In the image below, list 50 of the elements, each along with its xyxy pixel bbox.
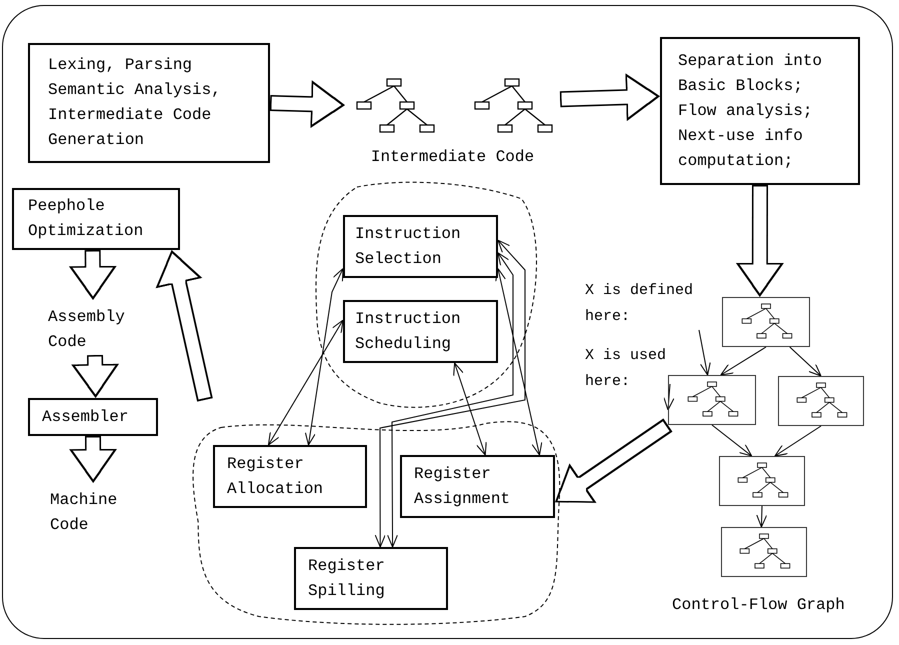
- process-box: [343, 300, 498, 363]
- caption-text: X is defined here:: [585, 281, 694, 327]
- basic-block-box: [721, 527, 807, 577]
- caption-text: Assembly Code: [48, 307, 126, 353]
- block-arrow: [560, 73, 660, 122]
- step-text: Register Allocation: [227, 454, 324, 500]
- step-text: Register Assignment: [414, 464, 512, 510]
- arrow: [387, 252, 514, 548]
- leader-line: [663, 384, 674, 410]
- basic-block-box: [668, 375, 756, 425]
- block-arrow: [156, 250, 213, 402]
- block-arrow: [555, 418, 673, 504]
- process-box: [294, 547, 448, 610]
- arrow: [374, 240, 526, 548]
- process-box: [213, 445, 367, 508]
- arrow: [453, 362, 487, 456]
- arrow: [304, 268, 344, 446]
- arrow: [495, 268, 542, 456]
- step-text: Lexing, Parsing Semantic Analysis, Intermediate Code Generation: [48, 55, 222, 151]
- arrow: [756, 506, 768, 528]
- step-text: Instruction Selection: [355, 224, 462, 270]
- caption-text: Machine Code: [50, 490, 118, 536]
- caption-text: Intermediate Code: [370, 147, 534, 168]
- basic-block-box: [719, 456, 805, 506]
- process-box: [12, 188, 180, 250]
- process-box: [660, 37, 860, 185]
- arrow: [774, 426, 822, 456]
- process-box: [400, 455, 555, 518]
- leader-line: [698, 330, 711, 376]
- step-text: Separation into Basic Blocks; Flow analysis; Next-use info computation;: [678, 50, 824, 172]
- block-arrow: [270, 80, 345, 128]
- block-arrow: [68, 250, 117, 300]
- arrow: [712, 424, 752, 456]
- step-text: Instruction Scheduling: [355, 308, 462, 354]
- step-text: Assembler: [42, 406, 130, 428]
- arrow: [268, 320, 344, 446]
- process-box: [28, 398, 158, 436]
- block-arrow: [69, 436, 118, 483]
- caption-text: X is used here:: [585, 346, 668, 392]
- basic-block-box: [778, 376, 864, 426]
- process-box: [343, 215, 498, 278]
- arrow: [789, 346, 822, 376]
- basic-block-box: [722, 297, 810, 347]
- step-text: Peephole Optimization: [28, 196, 144, 242]
- arrow: [720, 346, 766, 376]
- step-text: Register Spilling: [308, 556, 386, 602]
- block-arrow: [71, 354, 120, 398]
- graph-caption: Control-Flow Graph: [672, 596, 845, 614]
- process-box: [28, 43, 270, 163]
- block-arrow: [736, 185, 784, 297]
